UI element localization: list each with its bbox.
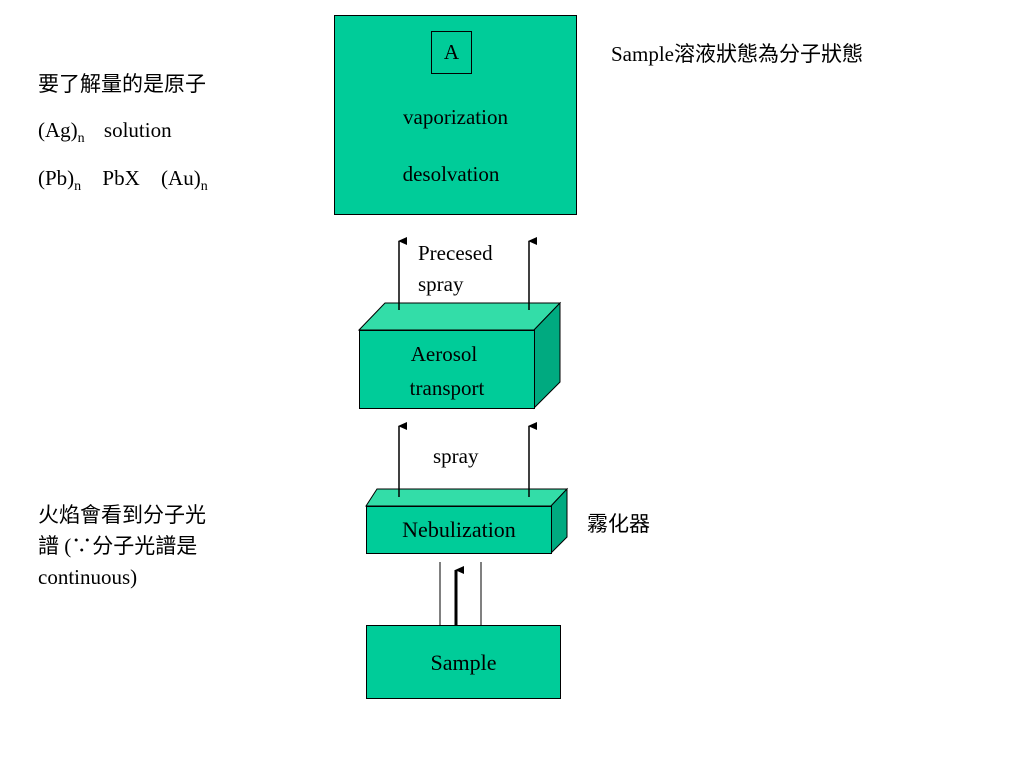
label-a-text: A (443, 40, 460, 64)
sample-state-note: Sample溶液狀態為分子狀態 (611, 42, 863, 66)
left-note-line-1: 要了解量的是原子 (38, 72, 206, 96)
pbx-text: PbX (102, 166, 140, 190)
flame-box-label-a: A (431, 31, 472, 74)
ag-subscript: n (77, 131, 85, 146)
aerosol-label-1: Aerosol (410, 342, 478, 366)
flame-note-line-3: continuous) (38, 565, 138, 589)
aerosol-transport-box (359, 330, 535, 409)
nebulization-label: Nebulization (402, 517, 516, 542)
au-subscript: n (200, 179, 208, 194)
flame-note-line-1: 火焰會看到分子光 (38, 503, 206, 527)
pb-subscript: n (74, 179, 82, 194)
nebulization-box-3d (365, 487, 569, 555)
sample-label: Sample (430, 650, 497, 675)
spray-label: spray (433, 444, 479, 468)
desolvation-label: desolvation (402, 162, 500, 186)
precesed-spray-label-1: Precesed (418, 241, 493, 265)
pb-text: (Pb) (38, 166, 75, 190)
solution-text: solution (103, 118, 172, 142)
precesed-spray-label-2: spray (418, 272, 464, 296)
left-note-line-2: (Ag)n solution (38, 118, 172, 146)
flame-note-line-2: 譜 (∵分子光譜是 (38, 534, 198, 558)
aerosol-box-top (357, 302, 562, 331)
nebulization-box-top (365, 488, 569, 507)
au-text: (Au) (161, 166, 201, 190)
left-note-line-3: (Pb)n PbX (Au)n (38, 166, 208, 194)
nebulizer-chinese-label: 霧化器 (587, 512, 650, 536)
aerosol-label-2: transport (409, 376, 485, 400)
sample-box (366, 625, 561, 699)
ag-text: (Ag) (38, 118, 78, 142)
nebulization-box (366, 506, 552, 554)
vaporization-label: vaporization (403, 105, 508, 129)
